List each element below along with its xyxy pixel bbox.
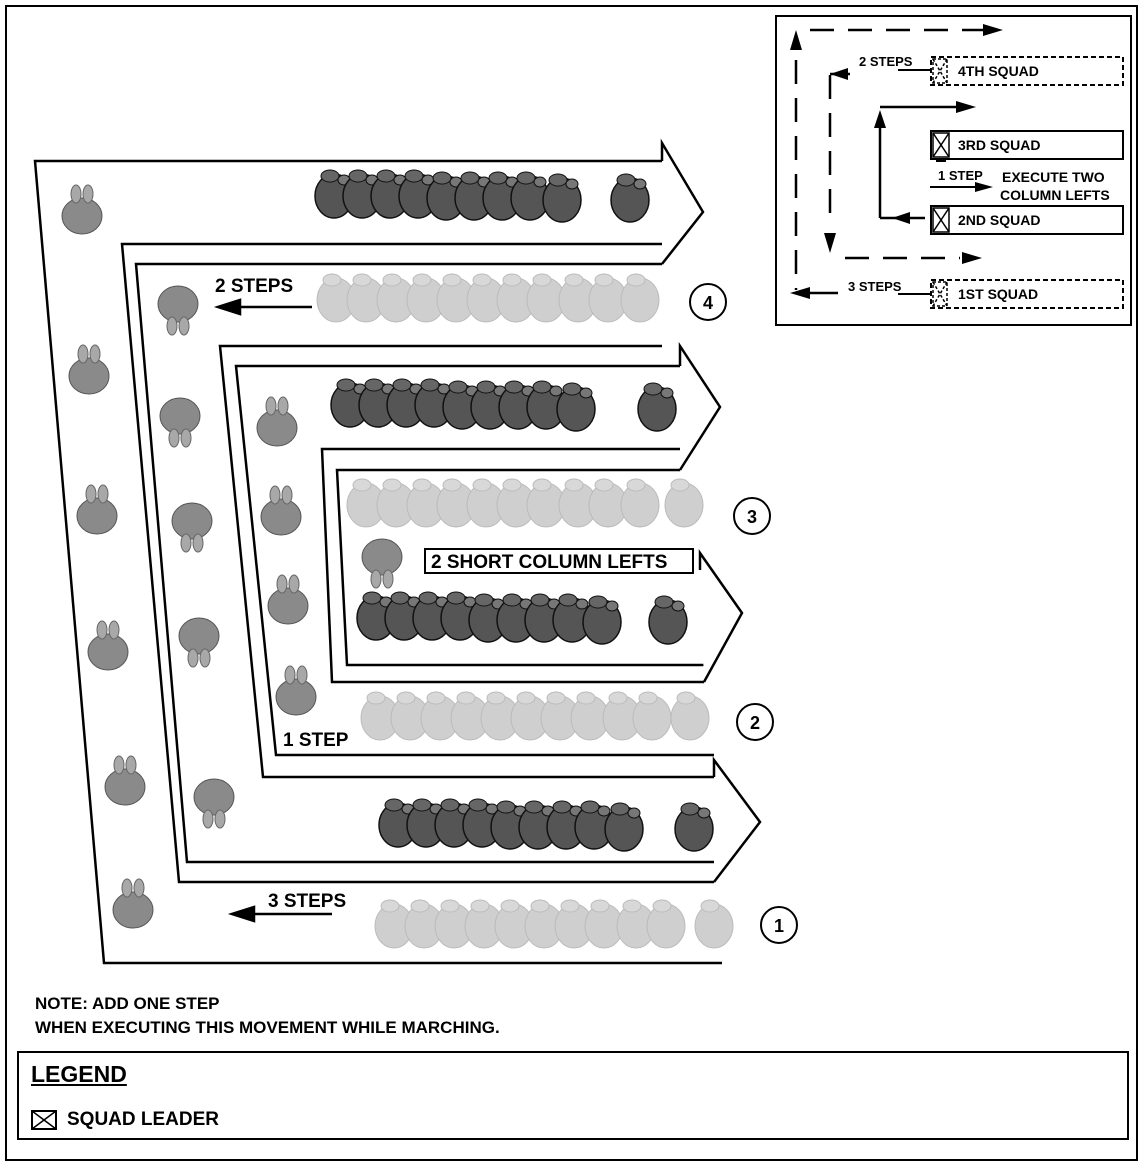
circle-1-label: 1 [774, 916, 784, 936]
arrowhead-3 [698, 549, 744, 683]
circle-2-label: 2 [750, 713, 760, 733]
squad-light-1 [374, 899, 734, 949]
legend-title: LEGEND [31, 1061, 127, 1087]
path-4 [218, 344, 714, 779]
inset-squad-3-box [930, 130, 1124, 160]
circle-2 [736, 703, 774, 741]
inset-label-3rd-squad: 3RD SQUAD [958, 137, 1040, 153]
inset-squad-1-box [930, 279, 1124, 309]
short-column-lefts-box [424, 548, 694, 574]
inset-label-4th-squad: 4TH SQUAD [958, 63, 1039, 79]
label-1-step: 1 STEP [283, 730, 349, 751]
path-outer [33, 159, 722, 965]
step-circles [689, 283, 798, 944]
label-3-steps: 3 STEPS [268, 891, 346, 912]
path-arrowheads [660, 138, 762, 883]
note-line-2: WHEN EXECUTING THIS MOVEMENT WHILE MARCH… [35, 1018, 500, 1037]
arrowhead-2 [678, 341, 722, 471]
inset-label-execute-1: EXECUTE TWO [1002, 169, 1105, 185]
path-2 [120, 242, 714, 884]
inset-label-2-steps: 2 STEPS [859, 54, 913, 69]
march-path-outlines [33, 159, 722, 965]
circle-3-label: 3 [747, 507, 757, 527]
squad-dark-3 [356, 591, 688, 645]
arrow-3-steps-head [227, 905, 256, 923]
inset-squad-2-box [930, 205, 1124, 235]
legend: LEGEND SQUAD LEADER [17, 1051, 1129, 1140]
inset-label-1-step: 1 STEP [938, 168, 983, 183]
column-soldiers-inner [256, 396, 403, 716]
inset-label-1st-squad: 1ST SQUAD [958, 286, 1038, 302]
note-line-1: NOTE: ADD ONE STEP [35, 994, 220, 1013]
path-5 [234, 364, 714, 757]
squad-leader-icon [31, 1110, 57, 1130]
squad-light-4 [316, 273, 660, 323]
inset-label-3-steps: 3 STEPS [848, 279, 902, 294]
circle-4 [689, 283, 727, 321]
diagram-frame [5, 5, 1138, 1161]
arrow-2-steps-head [213, 298, 242, 316]
squad-dark-2 [330, 378, 677, 432]
note: NOTE: ADD ONE STEP WHEN EXECUTING THIS M… [35, 992, 500, 1040]
squad-dark-1 [314, 169, 650, 223]
path-6 [320, 447, 704, 684]
squad-dark-4 [378, 798, 714, 852]
path-3 [134, 262, 714, 864]
inset-label-2nd-squad: 2ND SQUAD [958, 212, 1040, 228]
label-short-column-lefts: 2 SHORT COLUMN LEFTS [431, 552, 667, 573]
circle-4-label: 4 [703, 293, 713, 313]
inset-label-execute-2: COLUMN LEFTS [1000, 187, 1110, 203]
circle-1 [760, 906, 798, 944]
path-7 [335, 468, 704, 667]
squad-light-2 [360, 691, 710, 741]
circle-3 [733, 497, 771, 535]
arrowhead-4 [712, 756, 762, 883]
inset-diagram [775, 15, 1132, 326]
inset-squad-4-box [930, 56, 1124, 86]
label-2-steps: 2 STEPS [215, 276, 293, 297]
arrowhead-1 [660, 138, 705, 265]
squad-light-3 [346, 478, 704, 528]
legend-item-squad-leader: SQUAD LEADER [31, 1108, 219, 1132]
legend-item-label: SQUAD LEADER [67, 1109, 220, 1130]
step-arrows [213, 298, 332, 923]
